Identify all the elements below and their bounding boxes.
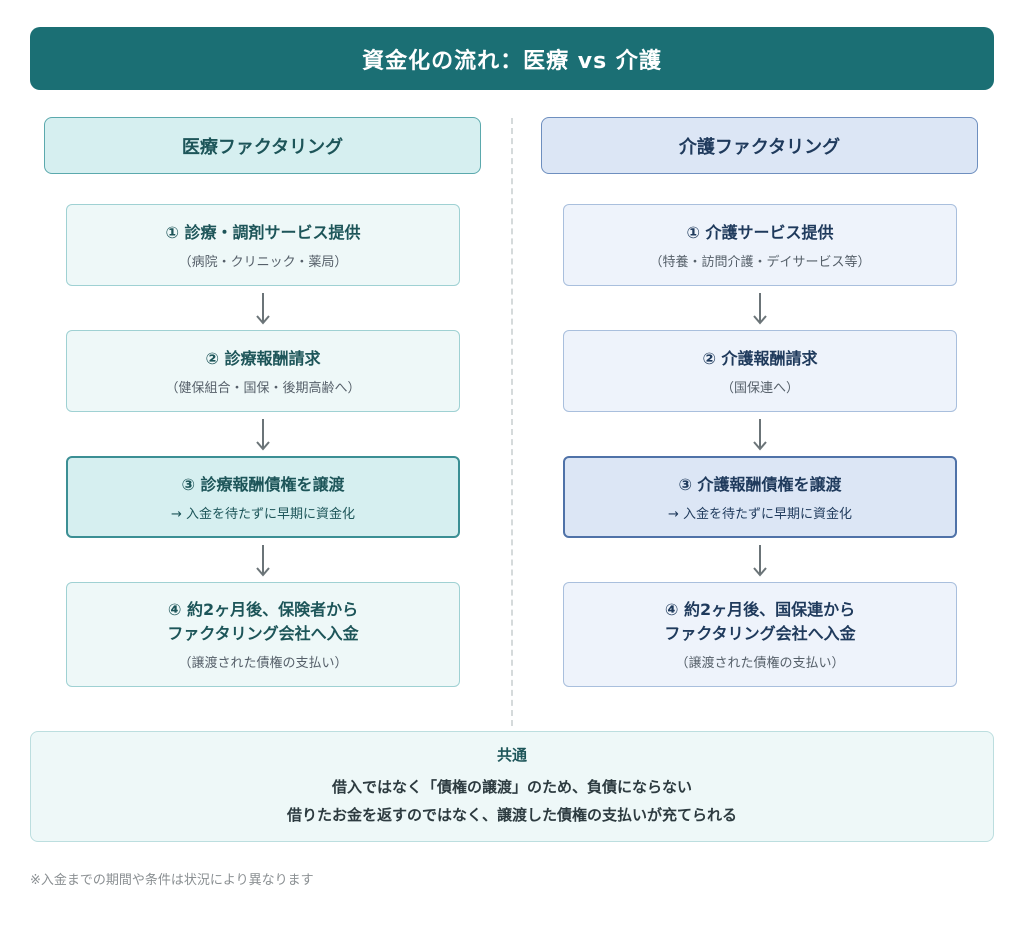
medical-step-2-title: ② 診療報酬請求 <box>205 348 321 368</box>
arrow-down-icon <box>255 418 271 452</box>
care-step-2: ② 介護報酬請求 （国保連へ） <box>563 330 957 412</box>
medical-step-4-sub: （譲渡された債権の支払い） <box>178 656 348 671</box>
care-step-2-title: ② 介護報酬請求 <box>702 348 818 368</box>
medical-step-2: ② 診療報酬請求 （健保組合・国保・後期高齢へ） <box>66 330 460 412</box>
page-title: 資金化の流れ：医療 vs 介護 <box>30 27 994 90</box>
medical-step-1: ① 診療・調剤サービス提供 （病院・クリニック・薬局） <box>66 204 460 286</box>
arrow-down-icon <box>752 544 768 578</box>
common-line-1: 借入ではなく「債権の譲渡」のため、負債にならない <box>331 778 692 796</box>
care-step-4-title-line1: ④ 約2ヶ月後、国保連から <box>664 600 856 619</box>
care-step-1: ① 介護サービス提供 （特養・訪問介護・デイサービス等） <box>563 204 957 286</box>
medical-step-2-sub: （健保組合・国保・後期高齢へ） <box>165 380 361 396</box>
arrow-down-icon <box>255 292 271 326</box>
medical-step-3-note: → 入金を待たずに早期に資金化 <box>170 506 356 522</box>
medical-step-4: ④ 約2ヶ月後、保険者から ファクタリング会社へ入金 （譲渡された債権の支払い） <box>66 582 460 687</box>
medical-step-1-title: ① 診療・調剤サービス提供 <box>165 222 361 242</box>
footnote: ※入金までの期間や条件は状況により異なります <box>30 873 314 888</box>
care-step-3-title: ③ 介護報酬債権を譲渡 <box>678 474 842 494</box>
arrow-down-icon <box>255 544 271 578</box>
medical-step-4-title-line1: ④ 約2ヶ月後、保険者から <box>167 600 359 619</box>
medical-column-header: 医療ファクタリング <box>44 117 481 174</box>
care-step-2-sub: （国保連へ） <box>720 380 799 396</box>
common-line-2: 借りたお金を返すのではなく、譲渡した債権の支払いが充てられる <box>286 806 737 824</box>
care-step-4: ④ 約2ヶ月後、国保連から ファクタリング会社へ入金 （譲渡された債権の支払い） <box>563 582 957 687</box>
care-step-3-note: → 入金を待たずに早期に資金化 <box>667 506 853 522</box>
care-step-4-sub: （譲渡された債権の支払い） <box>675 656 845 671</box>
care-step-4-title-line2: ファクタリング会社へ入金 <box>664 624 856 643</box>
medical-step-3: ③ 診療報酬債権を譲渡 → 入金を待たずに早期に資金化 <box>66 456 460 538</box>
care-column-header: 介護ファクタリング <box>541 117 978 174</box>
common-title: 共通 <box>496 746 527 764</box>
common-notes-box: 共通 借入ではなく「債権の譲渡」のため、負債にならない 借りたお金を返すのではな… <box>30 731 994 842</box>
care-step-3: ③ 介護報酬債権を譲渡 → 入金を待たずに早期に資金化 <box>563 456 957 538</box>
medical-step-3-title: ③ 診療報酬債権を譲渡 <box>181 474 345 494</box>
care-step-1-title: ① 介護サービス提供 <box>686 222 834 242</box>
arrow-down-icon <box>752 418 768 452</box>
medical-step-1-sub: （病院・クリニック・薬局） <box>178 254 348 270</box>
arrow-down-icon <box>752 292 768 326</box>
column-divider <box>511 118 513 726</box>
care-step-1-sub: （特養・訪問介護・デイサービス等） <box>649 254 871 270</box>
medical-step-4-title-line2: ファクタリング会社へ入金 <box>167 624 359 643</box>
